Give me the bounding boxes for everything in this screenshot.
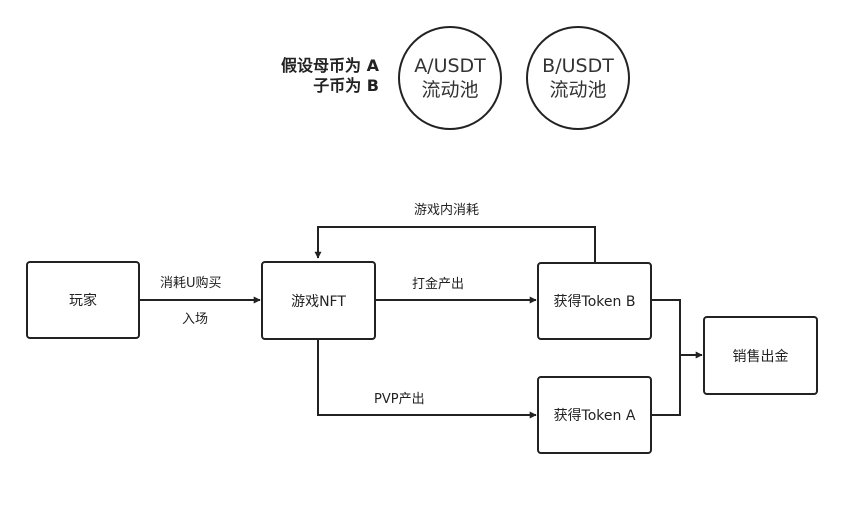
edge-token-a-to-sell [652,351,703,416]
pool-pair-label: A/USDT [414,55,486,77]
pool-a-usdt: A/USDT 流动池 [398,26,502,130]
pool-b-usdt: B/USDT 流动池 [526,26,630,130]
edge-nft-to-token-a [317,340,537,419]
edge-label-consume-u-line1: 消耗U购买 [160,276,222,291]
pool-type-label: 流动池 [549,79,607,101]
node-player: 玩家 [26,261,140,339]
edge-token-b-to-nft [314,226,596,262]
edge-label-consume-u: 消耗U购买 [160,276,222,292]
assumption-text: 假设母币为 A 子币为 B [281,56,379,96]
node-sell: 销售出金 [703,316,818,395]
edge-label-in-game-consume: 游戏内消耗 [414,203,480,218]
pool-pair-label: B/USDT [542,55,614,77]
node-token-b: 获得Token B [537,262,652,340]
edge-token-b-to-sell [652,299,681,355]
edge-label-farm-gold: 打金产出 [412,277,465,292]
edge-label-consume-u-line2: 入场 [182,312,209,327]
assumption-line-2: 子币为 B [313,76,379,95]
edge-label-pvp: PVP产出 [374,392,425,407]
edge-label-enter: 入场 [182,312,208,328]
assumption-line-1: 假设母币为 A [281,56,379,75]
node-token-a: 获得Token A [537,376,652,454]
pool-type-label: 流动池 [421,79,479,101]
node-game-nft: 游戏NFT [261,261,376,340]
